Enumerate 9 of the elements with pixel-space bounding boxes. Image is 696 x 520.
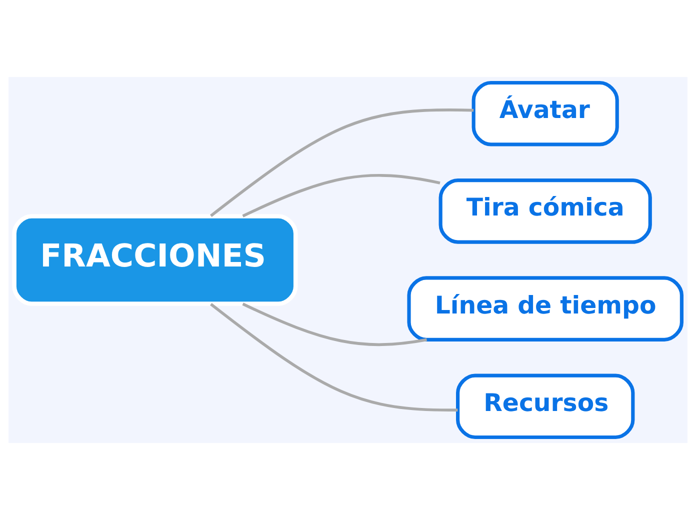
connector	[242, 174, 440, 218]
connector	[242, 302, 427, 346]
connector	[210, 302, 458, 412]
node-box: Línea de tiempo	[407, 276, 684, 342]
node-box: Ávatar	[472, 80, 619, 146]
node-box: Tira cómica	[438, 178, 652, 244]
connector	[210, 108, 474, 218]
node-box: Recursos	[456, 374, 635, 440]
node-box: FRACCIONES	[12, 214, 298, 306]
